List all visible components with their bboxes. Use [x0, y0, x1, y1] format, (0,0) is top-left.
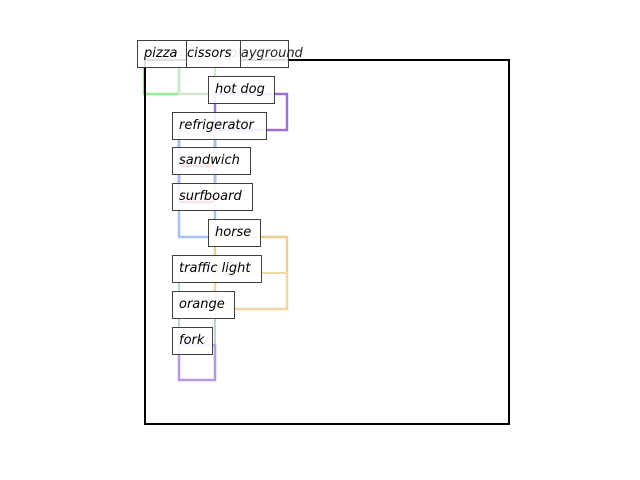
- label-surfboard: surfboard: [172, 183, 253, 211]
- label-sandwich: sandwich: [172, 147, 251, 175]
- label-cissors: cissors: [186, 40, 241, 68]
- label-horse: horse: [208, 219, 261, 247]
- label-orange: orange: [172, 291, 235, 319]
- label-refrigerator: refrigerator: [172, 112, 267, 140]
- label-hot-dog: hot dog: [208, 76, 275, 104]
- label-pizza: pizza: [137, 40, 187, 68]
- label-traffic-light: traffic light: [172, 255, 262, 283]
- image-frame: [144, 59, 510, 425]
- label-fork: fork: [172, 327, 213, 355]
